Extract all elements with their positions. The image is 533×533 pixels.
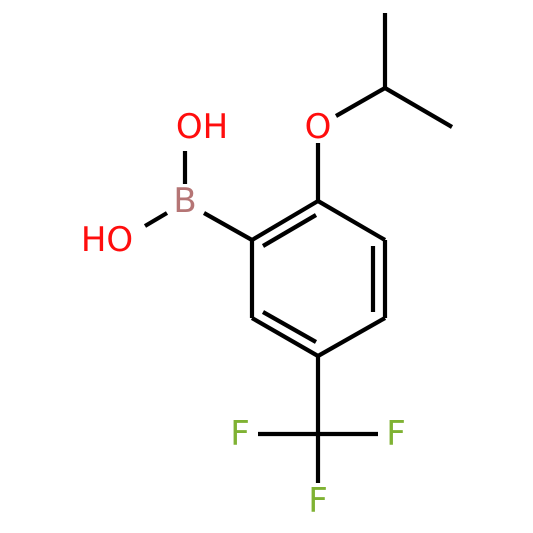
- bond-c3-c4: [250, 316, 320, 358]
- bonds: [143, 13, 454, 483]
- bond-b-o-left: [143, 211, 169, 228]
- atom-label-ether-oxygen: O: [305, 107, 332, 147]
- bond-c2-b: [202, 211, 254, 242]
- bond-c6-c1: [316, 199, 387, 242]
- bond-c1-c2-inner: [261, 213, 318, 248]
- atom-label-boron: B: [173, 181, 196, 221]
- bond-c3-c4-inner: [261, 310, 318, 344]
- atom-label-fluorine-right: F: [386, 414, 406, 454]
- bond-c1-c2: [250, 199, 320, 242]
- bond-ch-ch3right: [383, 86, 454, 129]
- bond-ch-o: [334, 86, 387, 118]
- atom-label-hydroxy-left: HO: [81, 220, 133, 260]
- atom-label-hydroxy-top: OH: [176, 107, 228, 147]
- atom-label-fluorine-left: F: [230, 414, 250, 454]
- atom-label-fluorine-bottom: F: [308, 481, 328, 521]
- atom-labels: O B OH HO F F F: [81, 107, 406, 521]
- bond-c4-c5: [316, 316, 387, 358]
